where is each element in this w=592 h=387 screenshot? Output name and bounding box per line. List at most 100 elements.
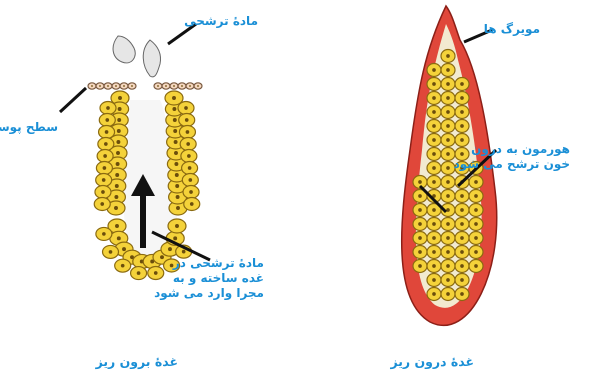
endocrine-cell-nucleus [446, 166, 450, 170]
gland-cell-nucleus [189, 178, 193, 182]
hormone-label-line1: هورمون به درون [454, 142, 570, 157]
gland-cell-nucleus [182, 250, 186, 254]
gland-cell-nucleus [172, 107, 176, 111]
endocrine-cell-nucleus [432, 292, 436, 296]
gland-cell-nucleus [137, 271, 141, 275]
gland-cell-nucleus [114, 206, 118, 210]
endocrine-cell-nucleus [446, 222, 450, 226]
gland-cell-nucleus [174, 162, 178, 166]
skin-cell-nucleus [91, 85, 93, 87]
endocrine-cell-nucleus [474, 236, 478, 240]
endocrine-cell-nucleus [432, 250, 436, 254]
gland-cell-nucleus [185, 118, 189, 122]
endocrine-cell-nucleus [418, 208, 422, 212]
endocrine-cell-nucleus [446, 110, 450, 114]
endocrine-cell-nucleus [418, 236, 422, 240]
secretion-drop-right [143, 40, 160, 77]
gland-cell-nucleus [173, 118, 177, 122]
endocrine-cell-nucleus [432, 180, 436, 184]
gland-cell-nucleus [174, 140, 178, 144]
endocrine-cell-nucleus [432, 110, 436, 114]
gland-cell-nucleus [105, 130, 109, 134]
endocrine-cell-nucleus [460, 292, 464, 296]
endocrine-cell-nucleus [446, 236, 450, 240]
gland-cell-nucleus [186, 142, 190, 146]
endocrine-cell-nucleus [474, 250, 478, 254]
gland-cell-nucleus [175, 224, 179, 228]
gland-cell-nucleus [118, 96, 122, 100]
exocrine-caption: غدهٔ برون ریز [96, 354, 178, 370]
gland-cell-nucleus [105, 118, 109, 122]
gland-cell-nucleus [117, 118, 121, 122]
gland-cell-nucleus [116, 140, 120, 144]
skin-cell-nucleus [123, 85, 125, 87]
gland-cell-nucleus [187, 154, 191, 158]
gland-cell-nucleus [102, 178, 106, 182]
endocrine-cell-nucleus [446, 194, 450, 198]
gland-cell-nucleus [103, 166, 107, 170]
endocrine-cell-nucleus [446, 96, 450, 100]
endocrine-cell-nucleus [432, 96, 436, 100]
gland-cell-nucleus [175, 184, 179, 188]
gland-cell-nucleus [104, 142, 108, 146]
skin-cell-nucleus [99, 85, 101, 87]
gland-cell-nucleus [118, 107, 122, 111]
skin-cells [88, 83, 202, 89]
endocrine-cell-nucleus [460, 278, 464, 282]
endocrine-cell-nucleus [446, 68, 450, 72]
endocrine-cell-nucleus [460, 250, 464, 254]
skin-cell-nucleus [131, 85, 133, 87]
endocrine-cell-nucleus [432, 138, 436, 142]
skin-cell-nucleus [173, 85, 175, 87]
endocrine-cell-nucleus [432, 264, 436, 268]
endocrine-cell-nucleus [432, 152, 436, 156]
duct-label-line1: مادهٔ ترشحی در [154, 256, 264, 271]
skin-cell-nucleus [189, 85, 191, 87]
endocrine-cell-nucleus [474, 208, 478, 212]
gland-cell-nucleus [106, 106, 110, 110]
secretion-label: مادهٔ ترشحی [184, 14, 258, 29]
gland-cell-nucleus [115, 184, 119, 188]
capillaries-label: مویرگ ها [484, 22, 540, 37]
skin-cell-nucleus [181, 85, 183, 87]
endocrine-cell-nucleus [418, 194, 422, 198]
gland-cell-nucleus [100, 202, 104, 206]
endocrine-cell-nucleus [446, 180, 450, 184]
endocrine-cell-nucleus [432, 278, 436, 282]
endocrine-cell-nucleus [432, 236, 436, 240]
endocrine-cell-nucleus [446, 250, 450, 254]
hormone-label: هورمون به درون خون ترشح می شود [454, 142, 570, 172]
endocrine-cell-nucleus [418, 222, 422, 226]
gland-cell-nucleus [115, 224, 119, 228]
gland-cell-nucleus [121, 264, 125, 268]
endocrine-caption: غدهٔ درون ریز [390, 354, 474, 370]
gland-cell-nucleus [173, 236, 177, 240]
duct-label-line2: غده ساخته و به [154, 271, 264, 286]
endocrine-cell-nucleus [446, 152, 450, 156]
gland-cell-nucleus [190, 202, 194, 206]
gland-cell-nucleus [176, 195, 180, 199]
endocrine-cell-nucleus [446, 278, 450, 282]
endocrine-cell-nucleus [432, 208, 436, 212]
gland-cell-nucleus [176, 206, 180, 210]
gland-cell-nucleus [184, 106, 188, 110]
gland-cell-nucleus [188, 166, 192, 170]
endocrine-cell-nucleus [418, 264, 422, 268]
gland-cell-nucleus [103, 154, 107, 158]
endocrine-cell-nucleus [460, 208, 464, 212]
endocrine-cell-nucleus [460, 194, 464, 198]
endocrine-cell-nucleus [446, 292, 450, 296]
duct-label-line3: مجرا وارد می شود [154, 286, 264, 301]
skin-cell-nucleus [115, 85, 117, 87]
endocrine-cell-nucleus [446, 54, 450, 58]
endocrine-cell-nucleus [460, 124, 464, 128]
gland-cell-nucleus [172, 96, 176, 100]
gland-cell-nucleus [174, 151, 178, 155]
gland-cell-nucleus [102, 232, 106, 236]
gland-cell-nucleus [168, 247, 172, 251]
endocrine-cell-nucleus [432, 222, 436, 226]
gland-cell-nucleus [173, 129, 177, 133]
endocrine-cell-nucleus [474, 194, 478, 198]
